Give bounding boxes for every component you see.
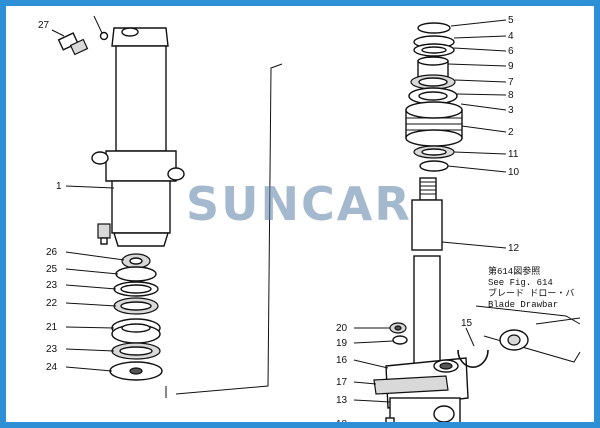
callout-21: 21 [46,322,58,333]
callout-22: 22 [46,298,58,309]
reference-note-line-3: ブレード ドロー・バ [488,287,574,299]
callout-25: 25 [46,264,58,275]
callout-5: 5 [508,15,514,26]
callout-27: 27 [38,20,50,31]
group-divider [175,63,283,395]
callout-13: 13 [336,395,348,406]
callout-12: 12 [508,243,520,254]
callout-26: 26 [46,247,58,258]
callout-19: 19 [336,338,348,349]
callout-9: 9 [508,61,514,72]
callout-16: 16 [336,355,348,366]
reference-note-line-1: 第614図参照 [488,265,540,277]
callout-3: 3 [508,105,514,116]
callout-2: 2 [508,127,514,138]
part-27-elbow-fitting [57,31,109,56]
callout-labels-left: 27 1 26 25 23 22 21 23 24 [38,20,62,373]
callout-4: 4 [508,31,514,42]
reference-note-line-4: Blade Drawbar [488,300,558,310]
part-15-snap-ring [457,349,489,368]
reference-note-line-2: See Fig. 614 [488,278,553,288]
callout-15: 15 [461,318,473,329]
callout-10: 10 [508,167,520,178]
reference-note: 第614図参照 See Fig. 614 ブレード ドロー・バ Blade Dr… [488,265,574,310]
callout-17: 17 [336,377,348,388]
callout-23: 23 [46,280,58,291]
callout-6: 6 [508,46,514,57]
callout-labels-right: 5 4 6 9 7 8 3 2 11 10 12 15 20 19 16 17 … [336,15,520,428]
callout-11: 11 [508,149,519,160]
callout-18: 18 [336,419,348,428]
cylinder-tube [115,45,167,152]
seal-stack-left [109,253,163,381]
exploded-parts-drawing: SUNCAR 27 1 26 25 23 22 21 23 24 5 4 6 9… [38,15,581,428]
blade-drawbar-fragment [475,305,581,363]
callout-20: 20 [336,323,348,334]
callout-1: 1 [56,181,62,192]
cylinder-head [111,27,169,47]
callout-24: 24 [46,362,58,373]
callout-8: 8 [508,90,514,101]
piston-rod-assembly [353,19,581,422]
suncar-logo-watermark: SUNCAR [186,177,412,231]
callout-7: 7 [508,77,514,88]
cylinder-assembly [51,15,185,398]
watermark-text: SUNCAR [186,177,412,231]
callout-23b: 23 [46,344,58,355]
